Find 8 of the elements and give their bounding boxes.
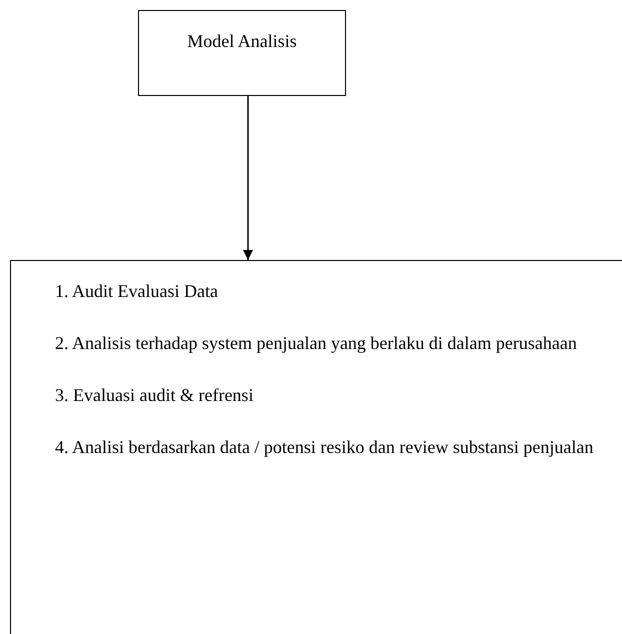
list-item: 2. Analisis terhadap system penjualan yang berlaku di dalam perusahaan: [55, 332, 578, 355]
list-item: 3. Evaluasi audit & refrensi: [55, 384, 254, 407]
box-title: Model Analisis: [187, 31, 297, 52]
arrow: [243, 96, 253, 260]
list-item: 1. Audit Evaluasi Data: [55, 280, 219, 303]
process-box: [138, 10, 346, 96]
list-item: 4. Analisi berdasarkan data / potensi resiko dan review substansi penjualan: [55, 436, 594, 459]
list-box: [10, 260, 622, 634]
